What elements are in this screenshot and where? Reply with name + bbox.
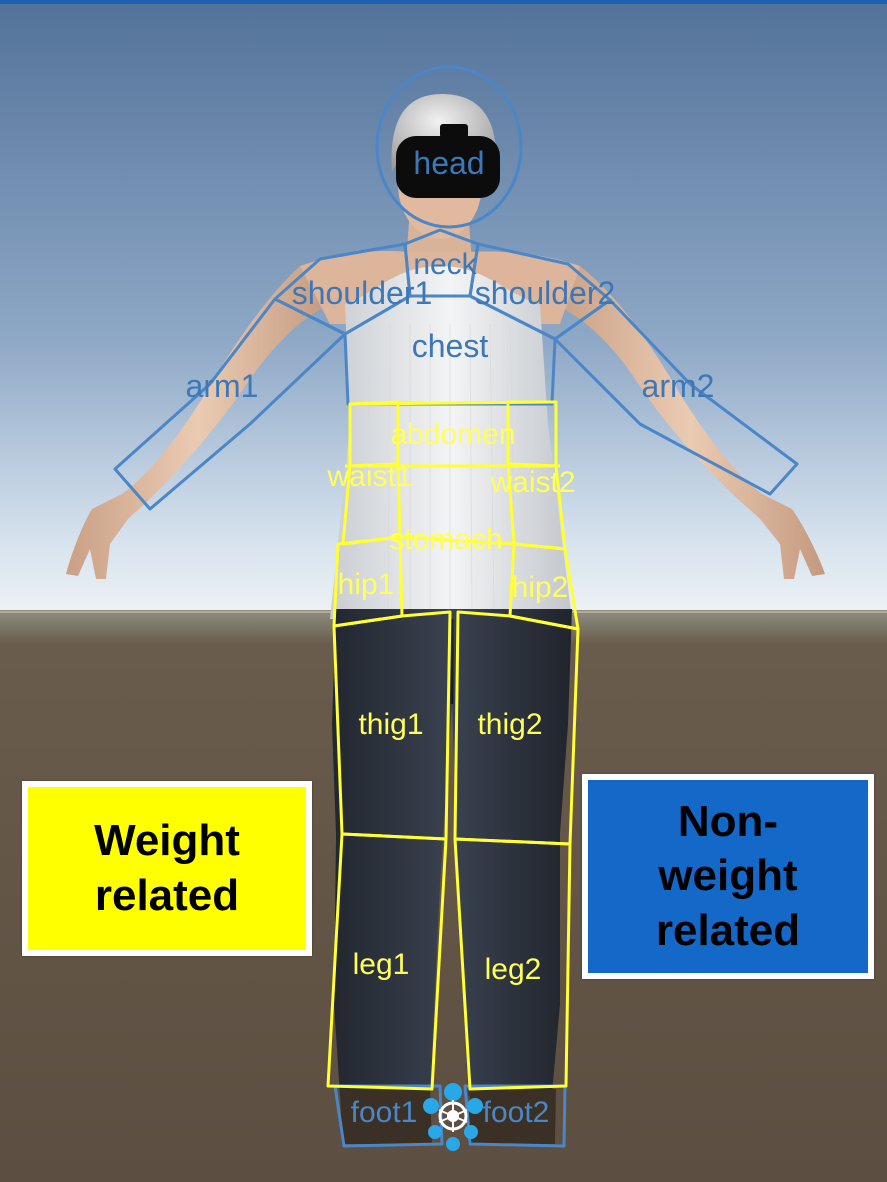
label-shoulder1: shoulder1: [292, 275, 433, 311]
label-hip1: hip1: [338, 568, 395, 601]
label-foot2: foot2: [483, 1096, 550, 1129]
label-abdomen: abdomen: [390, 418, 515, 451]
label-stomach: stomach: [389, 523, 502, 556]
label-arm1: arm1: [186, 368, 259, 404]
label-leg1: leg1: [353, 948, 410, 981]
label-chest: chest: [412, 328, 489, 364]
weight-legend-line2: related: [94, 869, 240, 924]
weight-legend-line1: Weight: [94, 814, 240, 869]
label-arm2: arm2: [642, 368, 715, 404]
label-shoulder2: shoulder2: [475, 275, 616, 311]
label-thig2: thig2: [477, 708, 542, 741]
label-waist2: waist2: [489, 466, 575, 499]
avatar-scene: head neck shoulder1 shoulder2 chest arm1…: [0, 4, 887, 1182]
nonweight-related-legend: Non- weight related: [582, 774, 874, 979]
label-leg2: leg2: [485, 953, 542, 986]
nonweight-legend-line2: weight: [656, 849, 800, 904]
nonweight-legend-line3: related: [656, 904, 800, 959]
weight-related-legend: Weight related: [22, 781, 312, 956]
label-thig1: thig1: [358, 708, 423, 741]
label-hip2: hip2: [512, 571, 569, 604]
label-waist1: waist1: [326, 460, 412, 493]
label-foot1: foot1: [351, 1096, 418, 1129]
nonweight-legend-line1: Non-: [656, 795, 800, 850]
label-head: head: [413, 145, 484, 181]
